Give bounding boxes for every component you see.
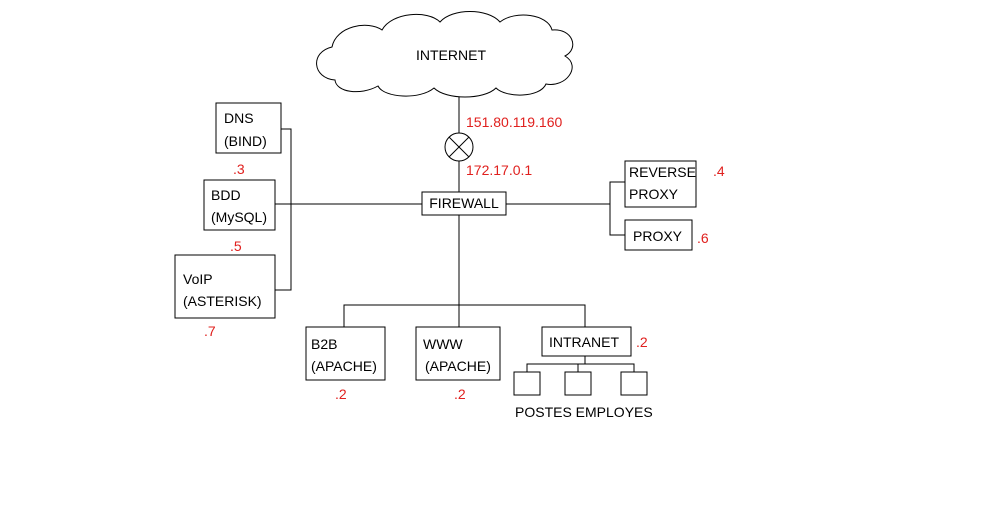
public-ip-label: 151.80.119.160 [466,114,562,130]
b2b-box [305,326,386,381]
intranet-box [541,326,632,357]
bottom-bus-line [343,304,586,327]
firewall-label: FIREWALL [429,195,499,211]
bdd-address: .5 [230,238,242,254]
voip-box [174,254,276,319]
private-ip-label: 172.17.0.1 [466,162,532,178]
cloud-icon [316,11,574,98]
intranet-address: .2 [636,334,648,350]
proxy-name: PROXY [633,228,683,244]
intranet-name: INTRANET [549,334,619,350]
dns-service: (BIND) [224,133,267,149]
left-bus-line [275,128,292,291]
proxy-address: .6 [697,230,709,246]
dns-address: .3 [233,161,245,177]
reverse-proxy-name-2: PROXY [629,186,679,202]
www-box [415,326,501,381]
voip-name: VoIP [183,271,213,287]
bdd-service: (MySQL) [211,209,267,225]
workstation-2 [564,371,592,396]
reverse-proxy-box [624,160,697,208]
b2b-service: (APACHE) [311,358,377,374]
workstation-bus-line [526,363,635,372]
workstations-label: POSTES EMPLOYES [515,404,653,420]
voip-address: .7 [204,323,216,339]
bdd-box [203,179,276,231]
internet-label: INTERNET [416,47,486,63]
www-address: .2 [454,386,466,402]
workstation-3 [620,371,648,396]
b2b-address: .2 [335,386,347,402]
b2b-name: B2B [311,336,337,352]
workstation-1 [513,371,541,396]
router [444,132,474,162]
proxy-box [624,219,693,251]
voip-service: (ASTERISK) [183,293,262,309]
internet-cloud: INTERNET [316,11,574,98]
www-name: WWW [423,336,463,352]
dns-name: DNS [224,110,254,126]
reverse-proxy-address: .4 [713,163,725,179]
www-service: (APACHE) [425,358,491,374]
dns-box [215,102,282,154]
reverse-proxy-name-1: REVERSE [629,164,696,180]
bdd-name: BDD [211,187,241,203]
right-bus-line [609,181,625,236]
